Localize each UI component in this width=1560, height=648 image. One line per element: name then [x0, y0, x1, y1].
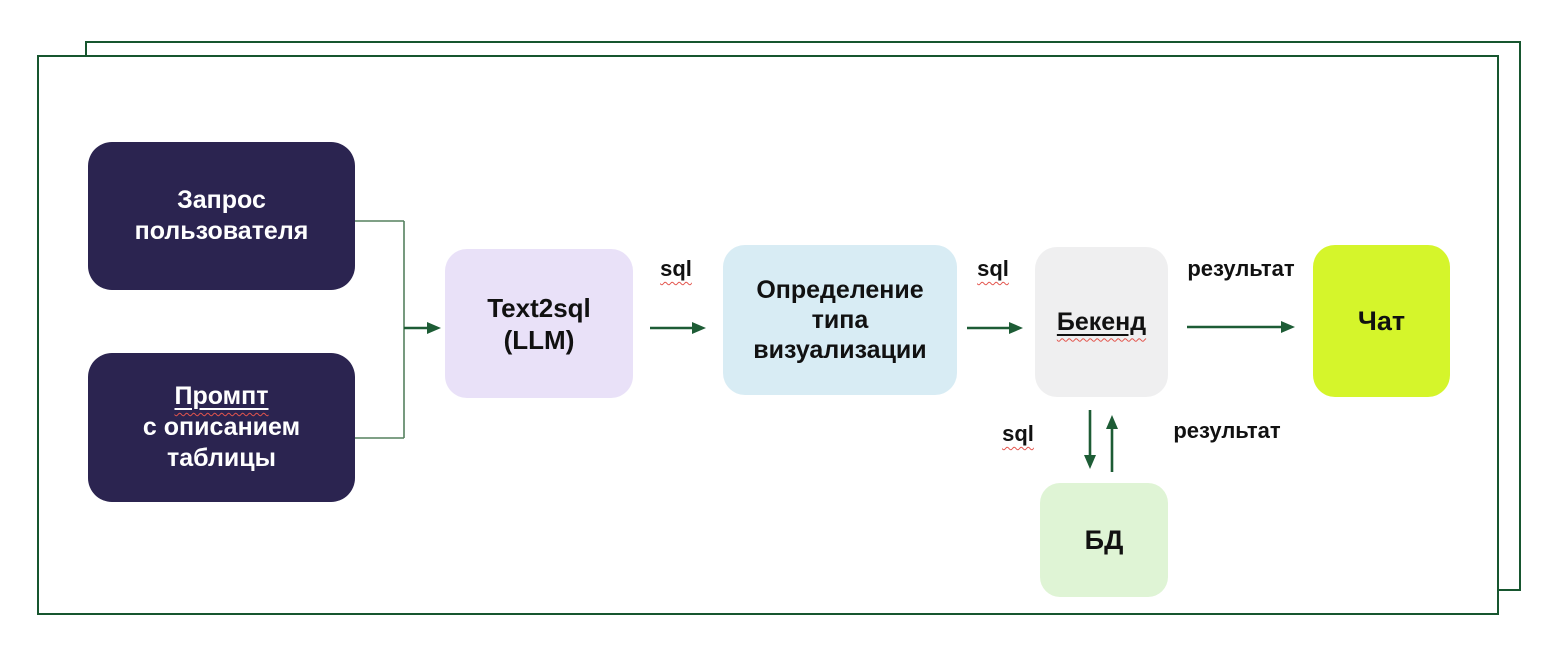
node-user-query: Запрос пользователя: [88, 142, 355, 290]
node-chat: Чат: [1313, 245, 1450, 397]
node-db: БД: [1040, 483, 1168, 597]
node-prompt-label: Промпт с описанием таблицы: [143, 381, 300, 474]
node-user-query-line2: пользователя: [134, 217, 309, 245]
node-text2sql: Text2sql (LLM): [445, 249, 633, 398]
node-text2sql-label: Text2sql (LLM): [487, 292, 591, 356]
node-viztype-line3: визуализации: [753, 336, 927, 364]
node-backend: Бекенд: [1035, 247, 1168, 397]
node-backend-label: Бекенд: [1056, 307, 1147, 336]
node-prompt-line2: с описанием: [142, 413, 301, 441]
node-text2sql-line2: (LLM): [503, 324, 575, 355]
node-prompt-line1: Промпт: [174, 382, 269, 410]
node-user-query-line1: Запрос: [177, 186, 266, 214]
node-text2sql-line1: Text2sql: [487, 292, 591, 323]
node-user-query-label: Запрос пользователя: [135, 185, 309, 247]
node-viztype-label: Определение типа визуализации: [753, 275, 926, 365]
edge-label-sql-backend-to-db: sql: [1002, 421, 1034, 446]
edge-label-result-backend-to-chat: результат: [1187, 256, 1295, 281]
node-viztype: Определение типа визуализации: [723, 245, 957, 395]
edge-label-result-db-to-backend: результат: [1173, 418, 1281, 443]
node-db-label: БД: [1084, 524, 1124, 555]
node-viztype-line1: Определение: [756, 276, 924, 304]
edge-label-sql-viztype-to-backend: sql: [977, 256, 1009, 281]
node-prompt: Промпт с описанием таблицы: [88, 353, 355, 502]
edge-label-sql-text2sql-to-viztype: sql: [660, 256, 692, 281]
node-viztype-line2: типа: [811, 306, 869, 334]
node-prompt-line3: таблицы: [167, 444, 276, 472]
node-chat-label: Чат: [1357, 305, 1406, 336]
